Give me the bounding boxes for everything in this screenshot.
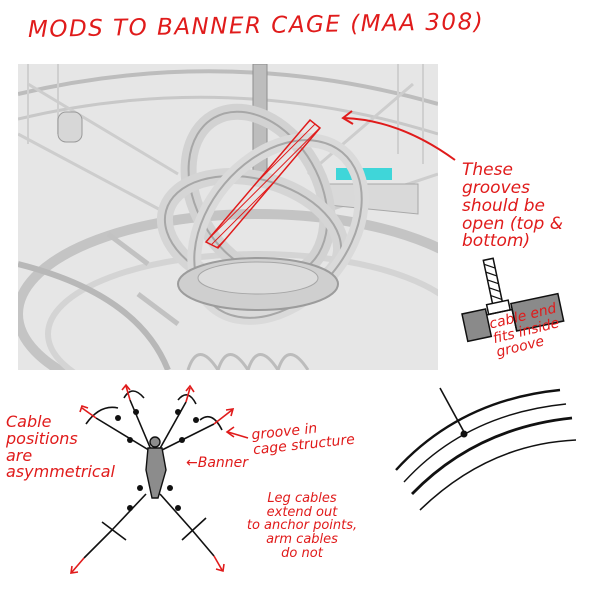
- note-line: arm cables: [266, 531, 338, 547]
- note-line: should be: [462, 195, 545, 216]
- note-line: extend out: [266, 504, 338, 520]
- note-line: These: [462, 160, 513, 180]
- note-line: do not: [281, 545, 323, 561]
- note-grooves-open: These grooves should be open (top & bott…: [462, 160, 600, 252]
- note-line: open (top &: [462, 213, 563, 234]
- note-line: bottom): [462, 231, 531, 252]
- banner-figure: [145, 447, 167, 499]
- note-line: grooves: [462, 177, 530, 198]
- cage-render-image: [18, 64, 438, 370]
- note-line: Leg cables: [267, 491, 337, 506]
- note-line: positions: [6, 428, 78, 448]
- note-banner: ←Banner: [186, 455, 249, 471]
- note-leg-cables: Leg cables extend out to anchor points, …: [232, 492, 372, 560]
- note-line: asymmetrical: [6, 462, 115, 482]
- note-line: Cable: [6, 412, 52, 431]
- note-line: to anchor points,: [246, 518, 358, 534]
- note-line: are: [6, 445, 33, 465]
- note-cable-positions: Cable positions are asymmetrical: [6, 412, 126, 482]
